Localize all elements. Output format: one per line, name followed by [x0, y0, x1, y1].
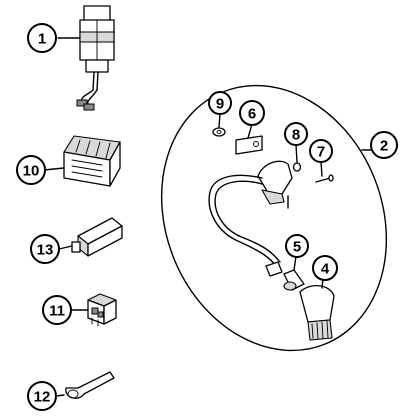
plate-6-part: [235, 135, 263, 155]
nut-9-part: [212, 127, 226, 137]
callout-label: 2: [380, 138, 388, 155]
callout-13: 13: [30, 234, 60, 264]
callout-8: 8: [284, 122, 308, 146]
relay-11-part: [87, 293, 117, 327]
stator-plate-part: [160, 84, 388, 352]
callout-6: 6: [239, 100, 265, 126]
callout-label: 4: [321, 261, 330, 278]
callout-label: 11: [49, 303, 65, 320]
callout-label: 6: [248, 106, 256, 123]
callout-1: 1: [27, 23, 57, 53]
callout-2: 2: [370, 131, 398, 159]
callout-label: 10: [23, 163, 40, 180]
callout-label: 7: [317, 144, 325, 161]
callout-label: 1: [38, 31, 46, 48]
callout-10: 10: [16, 155, 46, 185]
washer-8-part: [292, 162, 302, 172]
callout-7: 7: [309, 139, 333, 163]
leader-lines: [43, 37, 373, 397]
callout-9: 9: [208, 91, 232, 115]
cable-strap-part: [65, 371, 115, 399]
callout-label: 8: [292, 127, 300, 144]
callout-12: 12: [27, 381, 57, 411]
screw-7-part: [315, 174, 334, 183]
callout-label: 12: [34, 389, 51, 406]
pickup-bracket-part: [257, 160, 293, 209]
grommet-5-part: [283, 269, 305, 291]
regulator-part: [63, 135, 121, 187]
callout-11: 11: [42, 295, 72, 325]
callout-5: 5: [285, 234, 309, 258]
callout-label: 9: [216, 96, 224, 113]
spark-plug-cap-part: [299, 285, 335, 341]
connector-13-part: [71, 217, 123, 257]
callout-label: 5: [293, 239, 301, 256]
ignition-coil-part: [76, 5, 115, 111]
callout-4: 4: [312, 255, 338, 281]
callout-label: 13: [37, 242, 54, 259]
stator-cable: [208, 174, 283, 277]
